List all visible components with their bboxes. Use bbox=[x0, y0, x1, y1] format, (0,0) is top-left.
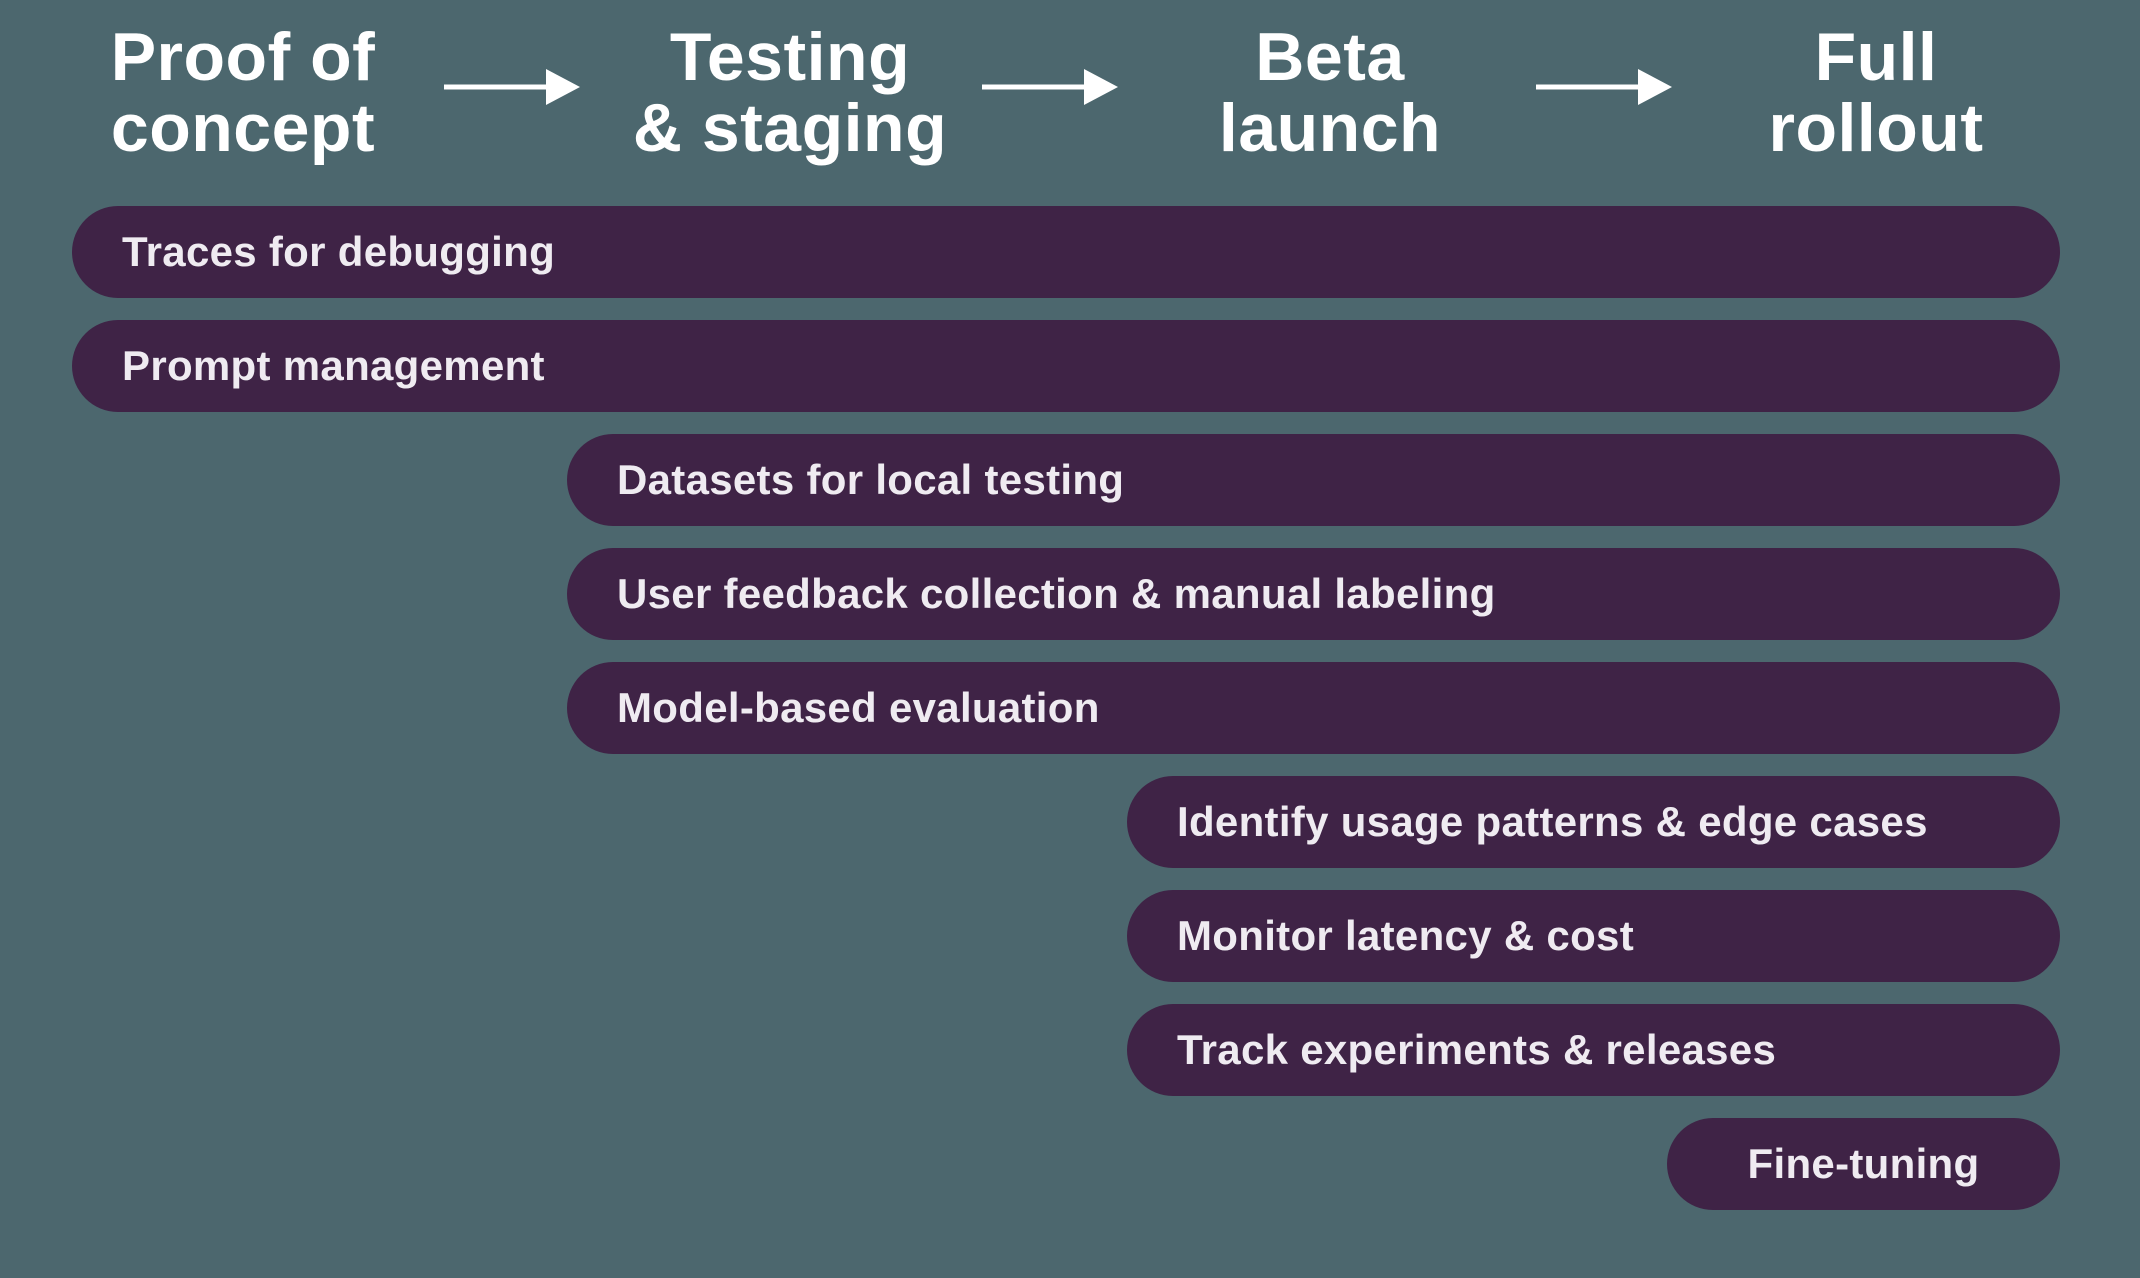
stage-header-beta-launch: Beta launch bbox=[1030, 22, 1630, 164]
stage-header-line: rollout bbox=[1768, 90, 1984, 166]
bar-user-feedback-collection: User feedback collection & manual labeli… bbox=[567, 548, 2060, 640]
stage-header-line: launch bbox=[1218, 90, 1442, 166]
right-arrow-icon bbox=[1536, 67, 1672, 107]
bar-monitor-latency-cost: Monitor latency & cost bbox=[1127, 890, 2060, 982]
stage-header-line: Proof of bbox=[110, 19, 376, 95]
right-arrow-icon bbox=[444, 67, 580, 107]
bar-traces-for-debugging: Traces for debugging bbox=[72, 206, 2060, 298]
stage-header-testing-staging: Testing & staging bbox=[490, 22, 1090, 164]
bar-model-based-evaluation: Model-based evaluation bbox=[567, 662, 2060, 754]
bar-datasets-for-local-testing: Datasets for local testing bbox=[567, 434, 2060, 526]
stage-header-full-rollout: Full rollout bbox=[1576, 22, 2140, 164]
stage-header-line: & staging bbox=[632, 90, 948, 166]
bar-identify-usage-patterns: Identify usage patterns & edge cases bbox=[1127, 776, 2060, 868]
stage-header-line: Beta bbox=[1255, 19, 1405, 95]
bar-fine-tuning: Fine-tuning bbox=[1667, 1118, 2060, 1210]
bar-track-experiments-releases: Track experiments & releases bbox=[1127, 1004, 2060, 1096]
stage-header-line: concept bbox=[110, 90, 376, 166]
stage-header-line: Full bbox=[1814, 19, 1938, 95]
stage-header-line: Testing bbox=[669, 19, 911, 95]
right-arrow-icon bbox=[982, 67, 1118, 107]
stage-header-proof-of-concept: Proof of concept bbox=[0, 22, 543, 164]
bar-prompt-management: Prompt management bbox=[72, 320, 2060, 412]
